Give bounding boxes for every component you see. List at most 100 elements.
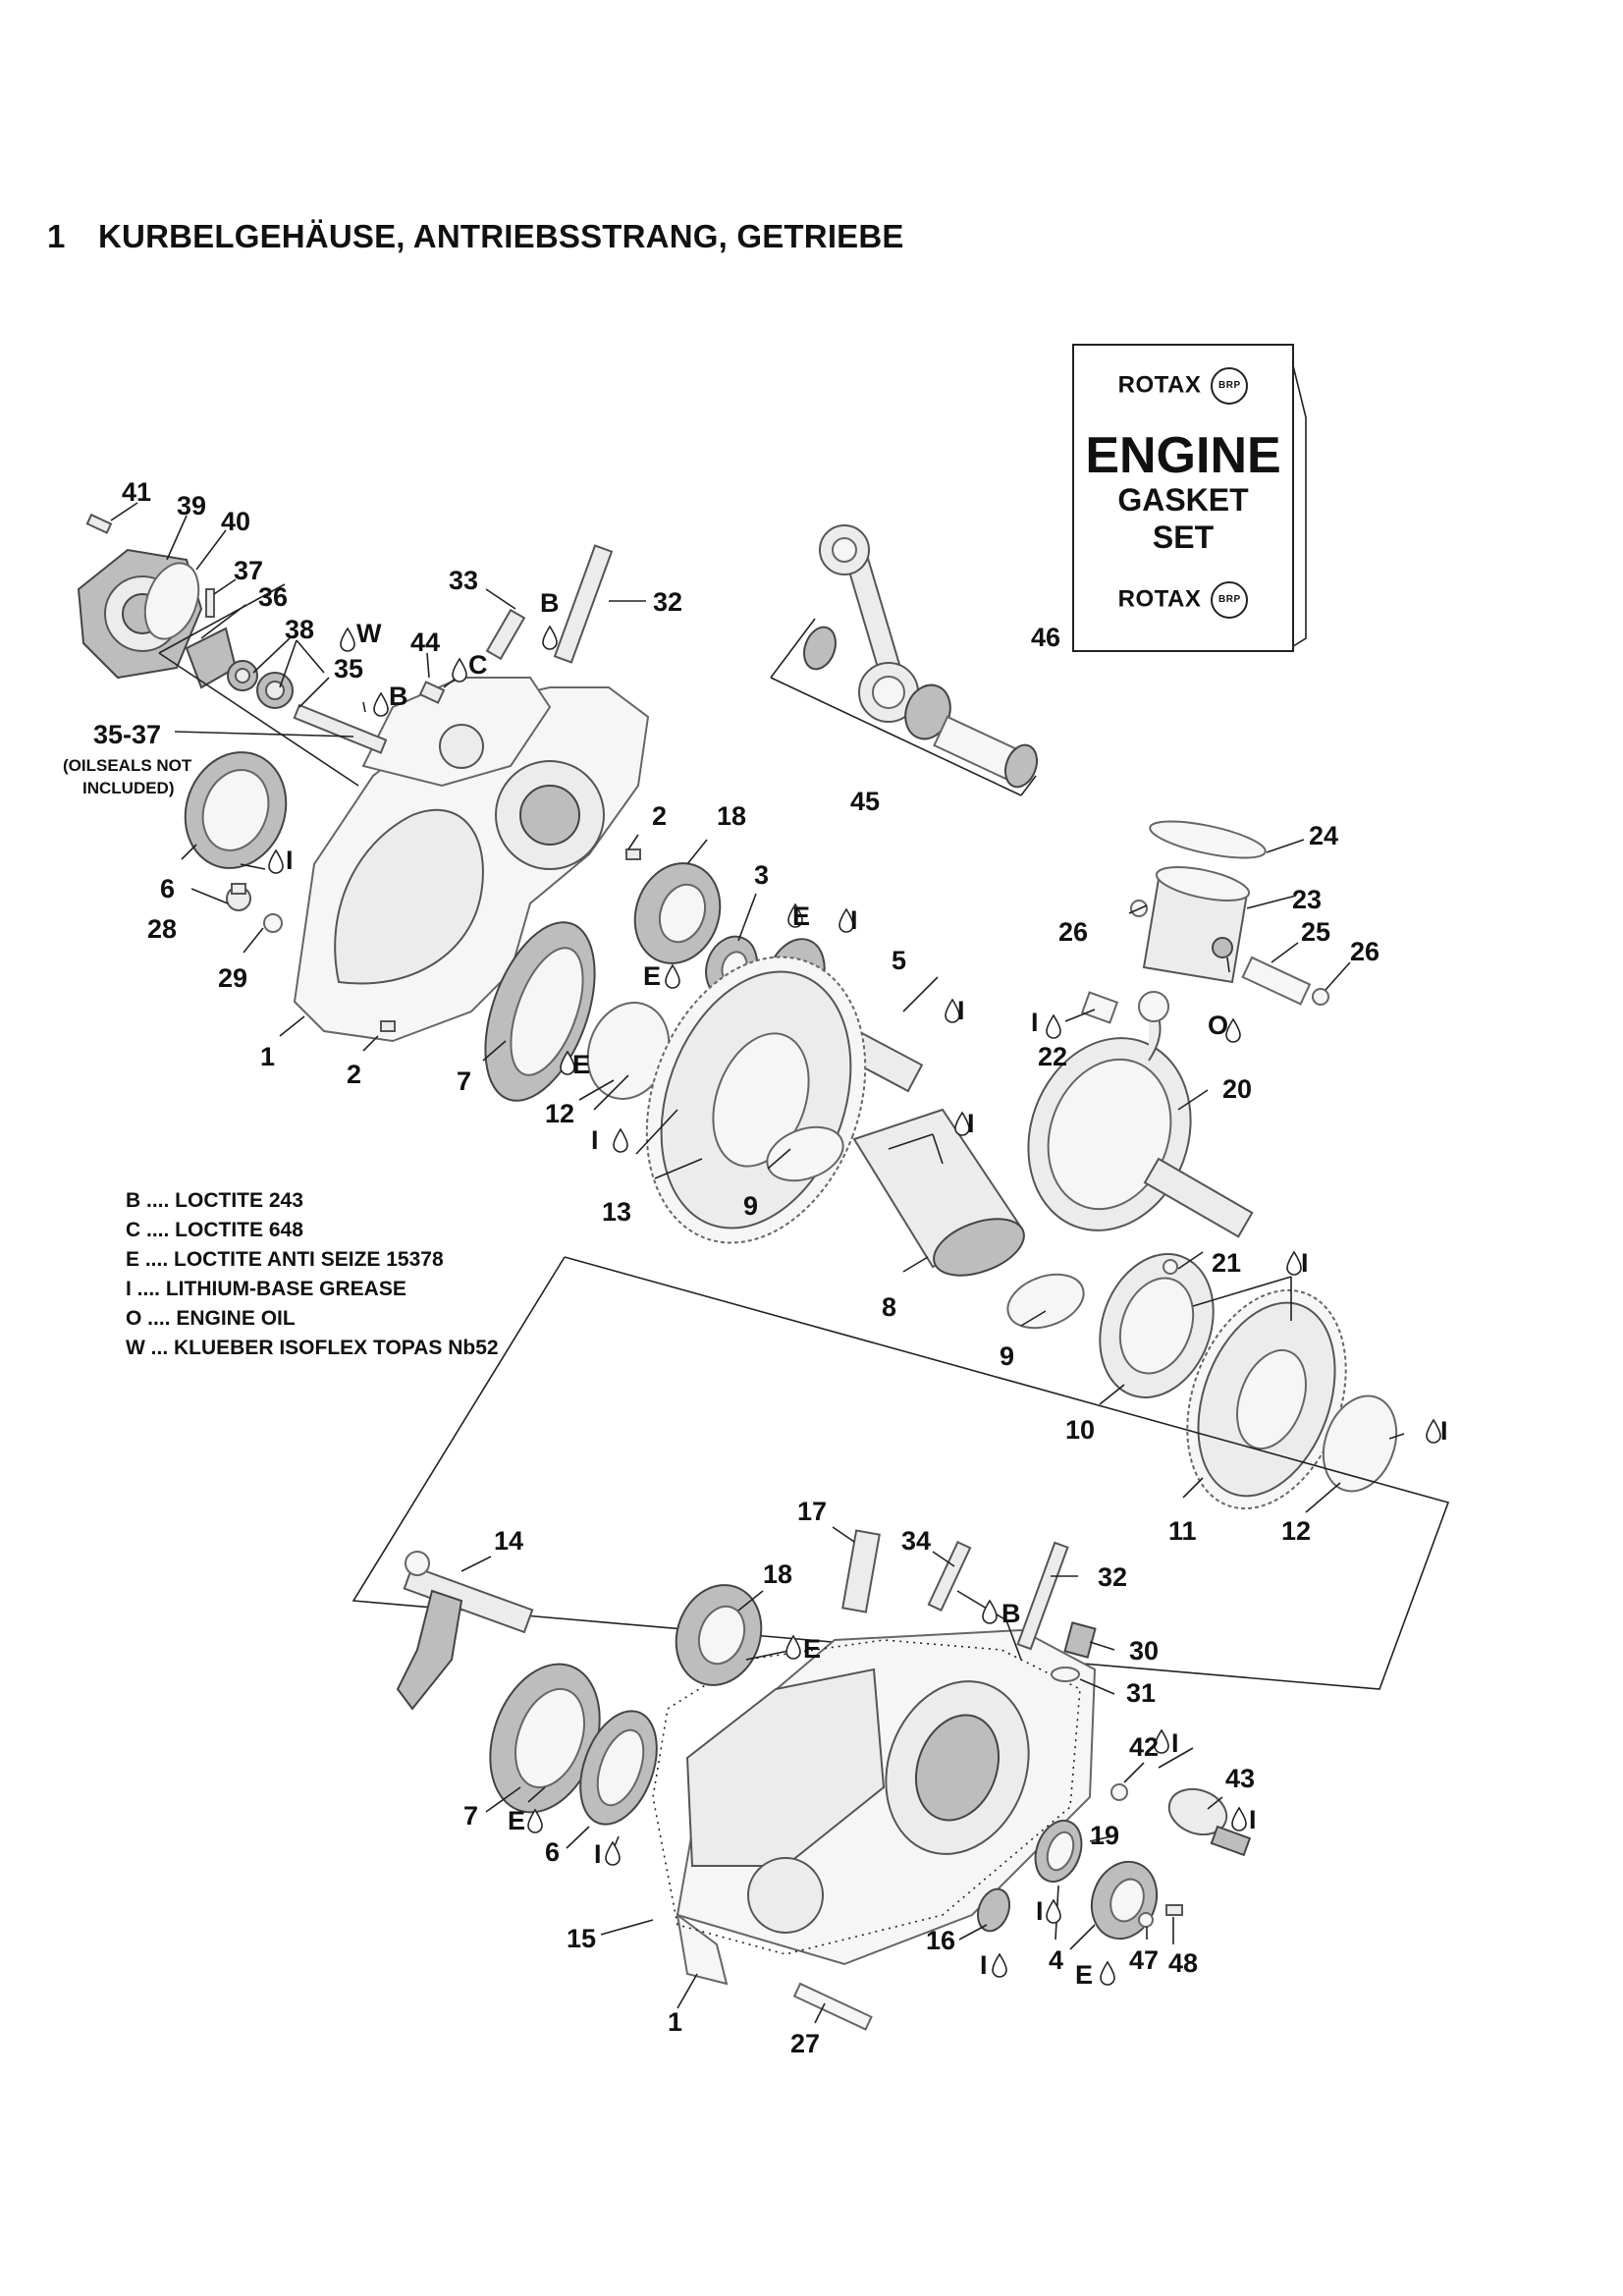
callout-oilseals-line2: INCLUDED) <box>82 779 175 797</box>
callout-O: O <box>1208 1011 1228 1040</box>
callout-7b: 7 <box>463 1801 478 1831</box>
shift-fork <box>396 1551 534 1711</box>
group-outline <box>352 1256 1450 1690</box>
brp-logo-icon: BRP <box>1211 367 1249 405</box>
section-number: 1 <box>47 218 66 254</box>
callout-Ia: I <box>286 846 294 875</box>
callout-33: 33 <box>449 566 478 595</box>
callout-27: 27 <box>790 2029 820 2058</box>
callout-Ii: I <box>1171 1728 1179 1758</box>
oil-seal-top <box>184 751 288 869</box>
callout-36: 36 <box>258 582 288 612</box>
brp-logo-icon: BRP <box>1211 581 1249 619</box>
callout-1a: 1 <box>260 1042 275 1071</box>
callout-23: 23 <box>1292 885 1322 914</box>
bearings-bottom <box>489 1584 1159 1941</box>
callout-35-37: 35-37 <box>93 720 161 749</box>
callout-Ee: E <box>508 1806 525 1835</box>
leader-lines <box>110 502 1405 2024</box>
callout-1b: 1 <box>668 2007 682 2037</box>
callout-Ea: E <box>792 902 810 931</box>
legend-row: E .... LOCTITE ANTI SEIZE 15378 <box>126 1248 444 1271</box>
callout-26a: 26 <box>1058 917 1088 947</box>
callout-9a: 9 <box>743 1191 758 1221</box>
callout-Ik: I <box>594 1839 602 1869</box>
callout-Il: I <box>980 1950 988 1980</box>
callout-21: 21 <box>1212 1248 1241 1278</box>
callout-30: 30 <box>1129 1636 1159 1666</box>
callout-9b: 9 <box>1000 1341 1014 1371</box>
callout-labels: 41 39 40 37 36 38 W 35 B 44 C 33 B 32 35… <box>63 477 1448 2058</box>
crankshaft <box>1027 991 1254 1238</box>
callout-16: 16 <box>926 1926 955 1955</box>
callout-26b: 26 <box>1350 937 1380 966</box>
callout-oilseals-line1: (OILSEALS NOT <box>63 756 192 775</box>
gasket-sign-line3: SET <box>1152 519 1215 555</box>
callout-C: C <box>468 650 488 680</box>
callout-45: 45 <box>850 787 880 816</box>
callout-3: 3 <box>754 860 769 890</box>
callout-18b: 18 <box>763 1559 792 1589</box>
water-pump-group <box>77 513 388 754</box>
callout-7a: 7 <box>457 1066 471 1096</box>
callout-Ef: E <box>1075 1960 1093 1990</box>
callout-37: 37 <box>234 556 263 585</box>
shaft-8 <box>766 1108 1085 1330</box>
callout-W: W <box>356 619 382 648</box>
studs-and-pins <box>226 544 641 1032</box>
callout-Id: I <box>591 1125 599 1155</box>
callout-12b: 12 <box>1281 1516 1311 1546</box>
callout-40: 40 <box>221 507 250 536</box>
callout-48: 48 <box>1168 1948 1198 1978</box>
legend-row: O .... ENGINE OIL <box>126 1307 296 1330</box>
small-parts-bottom <box>792 1529 1252 2031</box>
gasket-sign-fold <box>1287 345 1307 649</box>
legend-row: C .... LOCTITE 648 <box>126 1219 303 1241</box>
callout-Im: I <box>1036 1896 1044 1926</box>
callout-2a: 2 <box>652 801 667 831</box>
callout-Ig: I <box>1301 1248 1309 1278</box>
callout-12a: 12 <box>545 1099 574 1128</box>
callout-39: 39 <box>177 491 206 520</box>
legend-row: I .... LITHIUM-BASE GREASE <box>126 1278 406 1300</box>
callout-10: 10 <box>1065 1415 1095 1445</box>
connecting-rod-group <box>803 524 1038 789</box>
callout-38: 38 <box>285 615 314 644</box>
lubricant-legend: B .... LOCTITE 243 C .... LOCTITE 648 E … <box>126 1186 499 1363</box>
callout-22: 22 <box>1038 1042 1067 1071</box>
crankcase-lower-half <box>652 1628 1097 1986</box>
callout-43: 43 <box>1225 1764 1255 1793</box>
callout-Ie: I <box>967 1109 975 1138</box>
callout-35: 35 <box>334 654 363 683</box>
gasket-sign-line1: ENGINE <box>1085 427 1281 484</box>
callout-4: 4 <box>1049 1945 1063 1975</box>
callout-19: 19 <box>1090 1821 1119 1850</box>
callout-18a: 18 <box>717 801 746 831</box>
callout-28: 28 <box>147 914 177 944</box>
callout-29: 29 <box>218 963 247 993</box>
callout-25: 25 <box>1301 917 1330 947</box>
callout-24: 24 <box>1309 821 1338 850</box>
callout-14: 14 <box>494 1526 523 1556</box>
crankcase-upper-half <box>293 677 650 1043</box>
callout-44: 44 <box>410 628 440 657</box>
callout-42: 42 <box>1129 1732 1159 1762</box>
gasket-sign-line2: GASKET <box>1117 482 1249 518</box>
callout-Ih: I <box>1440 1416 1448 1446</box>
callout-Ed: E <box>803 1634 821 1664</box>
callout-Ij: I <box>1249 1805 1257 1834</box>
callout-11: 11 <box>1168 1516 1197 1546</box>
callout-41: 41 <box>122 477 151 507</box>
callout-8: 8 <box>882 1292 896 1322</box>
callout-5: 5 <box>892 946 906 975</box>
callout-Ic: I <box>957 996 965 1025</box>
callout-46: 46 <box>1031 623 1060 652</box>
piston-group <box>1130 820 1329 1006</box>
callout-17: 17 <box>797 1497 827 1526</box>
callout-2b: 2 <box>347 1060 361 1089</box>
